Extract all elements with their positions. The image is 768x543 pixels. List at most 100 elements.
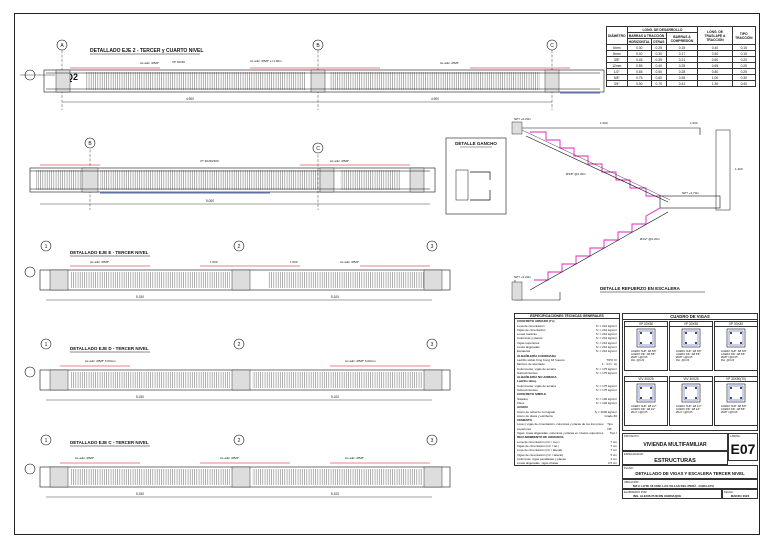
section-marker-q2: Q2 xyxy=(20,69,78,82)
svg-text:1.400: 1.400 xyxy=(735,167,743,171)
discipline: ESTRUCTURAS xyxy=(654,458,696,464)
sheet-number: E07 xyxy=(730,441,756,457)
spec-row: CEMENTO xyxy=(517,418,532,423)
svg-text:DETALLE GANCHO: DETALLE GANCHO xyxy=(455,141,497,146)
spec-row: Losa de cimentación (inf. / lateral)7 cm xyxy=(517,448,617,453)
svg-text:5.100: 5.100 xyxy=(331,395,339,399)
svg-text:3: 3 xyxy=(431,342,434,348)
technical-specifications: ESPECIFICACIONES TÉCNICAS GENERALES CONC… xyxy=(514,313,620,467)
spec-row: Vigas de cimentación (inf. / lat.)7 cm xyxy=(517,443,617,448)
axis-marker-b: B xyxy=(312,39,324,110)
spec-row: CONCRETO SIMPLE xyxy=(517,392,547,397)
view-eje-d: DETALLADO EJE D - TERCER NIVEL 1 2 3 As … xyxy=(24,338,451,401)
svg-text:As adic. Ø5/8": As adic. Ø5/8" xyxy=(140,61,159,65)
spec-row: Losa de cimentación (inf. / sup.)7 cm xyxy=(517,439,617,444)
drawing-title: DETALLADO DE VIGAS Y ESCALERA TERCER NIV… xyxy=(635,471,745,476)
spec-row: ALBAÑILERÍA NO ARMADA xyxy=(517,375,557,380)
svg-text:5.150: 5.150 xyxy=(136,295,144,299)
svg-text:Ø1/2" @0.20m: Ø1/2" @0.20m xyxy=(640,237,660,241)
svg-text:As adic. Ø5/8": As adic. Ø5/8" xyxy=(440,61,459,65)
svg-text:5.150: 5.150 xyxy=(136,395,144,399)
svg-text:4.900: 4.900 xyxy=(186,97,194,101)
spec-row: Losa y vigas de cimentación, columnas y … xyxy=(517,422,613,431)
svg-text:As adic. Ø5/8" 6.00mm: As adic. Ø5/8" 6.00mm xyxy=(345,359,376,363)
spec-row: ALBAÑILERÍA CONFINADA xyxy=(517,353,557,358)
svg-text:As adic. Ø5/8" 6.00mm: As adic. Ø5/8" 6.00mm xyxy=(85,359,116,363)
title-block: PROYECTO: VIVIENDA MULTIFAMILIAR LÁMINA:… xyxy=(622,433,758,533)
svg-text:A: A xyxy=(60,43,64,49)
svg-text:1: 1 xyxy=(45,342,48,348)
view-eje-c: DETALLADO EJE C - TERCER NIVEL 1 2 3 As … xyxy=(24,434,451,498)
drawing-sheet xyxy=(14,13,760,535)
svg-text:As adic. Ø5/8": As adic. Ø5/8" xyxy=(330,159,349,163)
detail-hook: DETALLE GANCHO xyxy=(445,137,507,215)
svg-text:As adic. Ø5/8": As adic. Ø5/8" xyxy=(75,456,94,460)
author: ING. ALEXIS PUICON CERNAQUE xyxy=(633,494,682,498)
svg-text:As adic. Ø5/8": As adic. Ø5/8" xyxy=(340,260,359,264)
beam-section: VP 30X50(70)ACERO SUP: 2Ø 5/8"ACERO INF:… xyxy=(714,376,758,426)
date: MARZO 2023 xyxy=(730,494,750,498)
spec-row: RECUBRIMIENTO DE ARMADOS xyxy=(517,435,564,440)
svg-text:As adic. Ø5/8" L=1.60m: As adic. Ø5/8" L=1.60m xyxy=(250,59,282,63)
svg-text:Ø3/8" @0.20m: Ø3/8" @0.20m xyxy=(566,172,586,176)
development-length-table: DIÁMETRO LONG. DE DESARROLLO LONG. DE TR… xyxy=(606,26,757,87)
spec-row: Vigas de cimentación (inf. / lateral)5 c… xyxy=(517,452,617,457)
view-title: DETALLADO EJE D - TERCER NIVEL xyxy=(70,346,149,351)
stair-title: DETALLE REFUERZO EN ESCALERA xyxy=(600,286,681,291)
svg-text:VT 30x50/300: VT 30x50/300 xyxy=(200,159,219,163)
svg-text:3: 3 xyxy=(431,438,434,444)
view-title: DETALLADO EJE E - TERCER NIVEL xyxy=(70,250,149,255)
spec-row: Vigas, losas aligeradas, columnas y plac… xyxy=(517,431,617,436)
view-title: DETALLADO EJE C - TERCER NIVEL xyxy=(70,440,149,445)
project-name: VIVIENDA MULTIFAMILIAR xyxy=(643,442,707,448)
svg-text:2: 2 xyxy=(238,438,241,444)
location: MZ C LOTE 18 URB. LAS VILLAS DEL PERÚ - … xyxy=(633,484,714,488)
svg-text:1.500: 1.500 xyxy=(290,260,298,264)
svg-text:VP 30x50: VP 30x50 xyxy=(172,60,185,64)
svg-text:B: B xyxy=(316,43,320,49)
svg-text:1: 1 xyxy=(45,244,48,250)
svg-text:NPT +3.20m: NPT +3.20m xyxy=(514,275,531,279)
view-eje-e: DETALLADO EJE E - TERCER NIVEL 1 2 3 As … xyxy=(24,240,451,301)
view-eje-2: DETALLADO EJE 2 - TERCER y CUARTO NIVEL … xyxy=(20,39,605,110)
svg-text:5.100: 5.100 xyxy=(331,492,339,496)
svg-text:As adic. Ø5/8": As adic. Ø5/8" xyxy=(90,260,109,264)
svg-text:2: 2 xyxy=(238,244,241,250)
spec-row: Ladrillo tabiq. xyxy=(517,379,537,384)
svg-text:C: C xyxy=(550,43,554,49)
svg-text:Q2: Q2 xyxy=(66,72,78,82)
svg-text:1.500: 1.500 xyxy=(210,260,218,264)
svg-text:2: 2 xyxy=(238,342,241,348)
view-eje-1: B C VT 30x50/300 As adic. Ø5/8" 5.000 xyxy=(29,137,436,210)
svg-text:1.200: 1.200 xyxy=(600,121,608,125)
svg-text:As adic. Ø5/8": As adic. Ø5/8" xyxy=(220,456,239,460)
stair-detail: NPT +6.20m NPT +4.70m NPT +3.20m Ø3/8" @… xyxy=(511,117,743,301)
svg-text:1: 1 xyxy=(45,438,48,444)
